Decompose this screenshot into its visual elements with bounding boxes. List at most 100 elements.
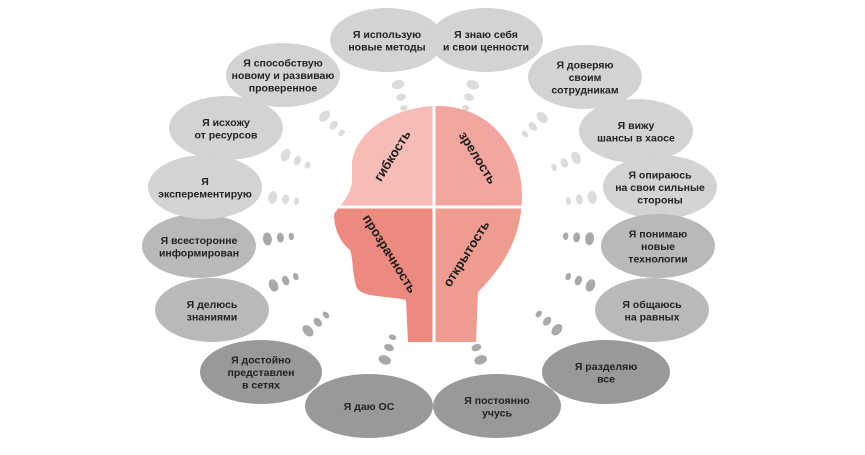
thought-dot xyxy=(319,110,331,122)
thought-dot xyxy=(262,232,272,246)
thought-dot xyxy=(338,129,345,137)
thought-dot xyxy=(575,194,583,205)
bubble-text-line: стороны xyxy=(637,195,682,207)
thought-dots xyxy=(262,79,597,365)
bubble-text-line: Я общаюсь xyxy=(622,299,682,311)
thought-dot xyxy=(573,232,581,243)
thought-dot xyxy=(462,104,470,111)
thought-dot xyxy=(536,111,548,124)
bubble-shape xyxy=(595,278,709,342)
thought-dot xyxy=(292,272,299,281)
thought-dot xyxy=(528,122,538,131)
thought-dot xyxy=(574,275,583,286)
thought-dot xyxy=(471,343,482,352)
thought-dot xyxy=(560,158,568,168)
bubble-text-line: Я способствую xyxy=(243,58,323,70)
thought-dot xyxy=(388,334,397,341)
thought-dot xyxy=(521,130,529,138)
bubble-shape xyxy=(155,278,269,342)
thought-dot xyxy=(293,197,300,205)
thought-dot xyxy=(571,151,581,165)
bubble-text-line: Я xyxy=(201,176,209,188)
bubble-shape xyxy=(330,8,444,72)
bubble-shape xyxy=(429,8,543,72)
thought-dot xyxy=(384,343,394,352)
bubble-shape xyxy=(542,340,670,404)
thought-dot xyxy=(585,279,596,292)
bubble-text-line: Я использую xyxy=(353,29,421,41)
thought-dot xyxy=(551,323,563,336)
thought-dot xyxy=(322,311,330,319)
thought-dot xyxy=(551,163,558,172)
thought-dot xyxy=(562,232,569,240)
bubble-text-line: учусь xyxy=(482,407,512,419)
thought-dot xyxy=(542,316,552,326)
thought-dot xyxy=(268,190,278,204)
bubble-text-line: проверенное xyxy=(249,83,318,95)
thought-dot xyxy=(400,105,408,111)
bubble-shape xyxy=(601,214,715,278)
thought-dot xyxy=(396,93,407,101)
bubble-shape xyxy=(528,45,642,109)
bubble-text-line: на равных xyxy=(625,311,680,323)
bubble-text-line: Я знаю себя xyxy=(454,29,518,41)
bubble-shape xyxy=(169,96,283,160)
bubble-text-line: сотрудникам xyxy=(551,85,619,97)
thought-dot xyxy=(329,120,339,130)
thought-dot xyxy=(281,275,290,286)
bubble-shape xyxy=(148,155,262,219)
bubble-shape xyxy=(603,155,717,219)
bubble-shape xyxy=(200,340,322,404)
head-silhouette: гибкость зрелость прозрачность открытост… xyxy=(334,106,522,342)
thought-dot xyxy=(304,161,311,169)
bubble-text-line: Я постоянно xyxy=(464,395,529,407)
thought-dot xyxy=(474,355,488,365)
bubble-shape xyxy=(433,374,561,438)
thought-dot xyxy=(282,194,290,205)
bubble-text-line: технологии xyxy=(628,254,687,266)
thought-dot xyxy=(268,279,279,292)
bubble-text-line: Я всесторонне xyxy=(161,235,238,247)
bubble-text-line: Я делюсь xyxy=(187,299,238,311)
thought-dot xyxy=(464,93,474,101)
bubble-text-line: Я доверяю xyxy=(556,60,613,72)
bubble-text-line: Я разделяю xyxy=(575,361,637,373)
bubble-text-line: Я даю ОС xyxy=(344,401,395,413)
bubble-text-line: шансы в хаосе xyxy=(597,132,675,144)
bubble-text-line: Я понимаю xyxy=(629,229,687,241)
bubble-text-line: своим xyxy=(569,72,602,84)
bubble-text-line: Я исхожу xyxy=(202,117,250,129)
bubble-text-line: все xyxy=(597,373,615,385)
thought-bubble-give-feedback: Я даю ОС xyxy=(305,374,433,438)
bubble-text-line: Я вижу xyxy=(618,120,655,132)
thought-dot xyxy=(565,272,572,281)
thought-dot xyxy=(302,325,314,337)
quadrant-maturity xyxy=(434,106,522,207)
thought-dot xyxy=(535,310,543,318)
bubble-shape xyxy=(579,99,693,163)
bubble-text-line: эксперементирую xyxy=(158,188,252,200)
bubble-text-line: информирован xyxy=(159,247,239,259)
thought-dot xyxy=(293,155,302,166)
bubble-text-line: новые xyxy=(641,241,675,253)
thought-dot xyxy=(313,317,322,327)
thought-dot xyxy=(466,80,480,90)
bubble-shape xyxy=(226,43,340,107)
bubble-text-line: Я опираюсь xyxy=(628,170,692,182)
thought-dot xyxy=(391,79,405,90)
